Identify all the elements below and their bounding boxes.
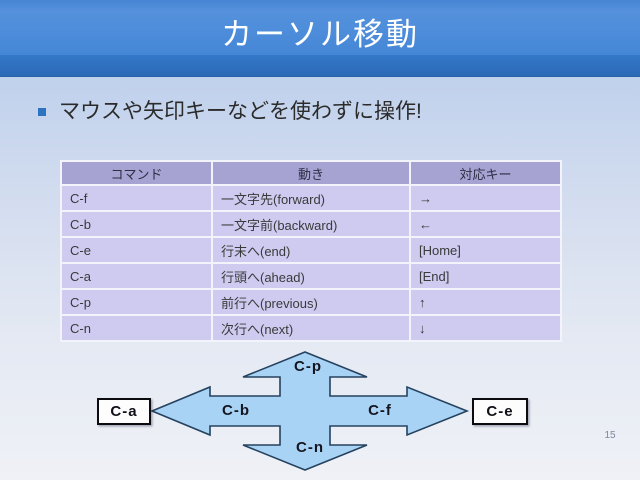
cell-command: C-b (62, 212, 211, 236)
cell-command: C-f (62, 186, 211, 210)
cell-key: → (411, 186, 560, 210)
page-number: 15 (604, 430, 616, 441)
cell-motion: 行頭へ(ahead) (213, 264, 409, 288)
cell-key: ← (411, 212, 560, 236)
cell-command: C-e (62, 238, 211, 262)
diagram-label-up: C-p (294, 358, 322, 375)
cell-command: C-p (62, 290, 211, 314)
cell-command: C-a (62, 264, 211, 288)
quad-arrow-svg (149, 351, 470, 471)
diagram-label-right: C-f (368, 402, 392, 419)
cell-motion: 次行へ(next) (213, 316, 409, 340)
col-header-command: コマンド (62, 162, 211, 184)
cell-motion: 一文字前(backward) (213, 212, 409, 236)
cell-motion: 行末へ(end) (213, 238, 409, 262)
table-header-row: コマンド 動き 対応キー (62, 162, 560, 184)
cursor-key-diagram: C-p C-n C-b C-f C-a C-e (90, 346, 540, 474)
table-row: C-n 次行へ(next) ↓ (62, 316, 560, 340)
bullet-row: マウスや矢印キーなどを使わずに操作! (38, 97, 422, 126)
cell-key: ↑ (411, 290, 560, 314)
title-bar (0, 0, 640, 55)
diagram-box-home: C-a (97, 398, 151, 425)
col-header-key: 対応キー (411, 162, 560, 184)
bullet-text: マウスや矢印キーなどを使わずに操作! (59, 100, 422, 123)
cell-command: C-n (62, 316, 211, 340)
diagram-label-down: C-n (296, 439, 324, 456)
cell-key: [End] (411, 264, 560, 288)
cell-key: ↓ (411, 316, 560, 340)
table-row: C-a 行頭へ(ahead) [End] (62, 264, 560, 288)
table-row: C-p 前行へ(previous) ↑ (62, 290, 560, 314)
title-bar-accent (0, 55, 640, 77)
diagram-label-left: C-b (222, 402, 250, 419)
cell-motion: 一文字先(forward) (213, 186, 409, 210)
col-header-motion: 動き (213, 162, 409, 184)
table-row: C-e 行末へ(end) [Home] (62, 238, 560, 262)
page-title: カーソル移動 (221, 17, 419, 52)
command-table: コマンド 動き 対応キー C-f 一文字先(forward) → C-b 一文字… (60, 160, 562, 342)
quad-arrow-icon (149, 351, 470, 471)
cell-motion: 前行へ(previous) (213, 290, 409, 314)
table-row: C-f 一文字先(forward) → (62, 186, 560, 210)
table-row: C-b 一文字前(backward) ← (62, 212, 560, 236)
diagram-box-end: C-e (472, 398, 528, 425)
bullet-square-icon (38, 108, 46, 116)
cell-key: [Home] (411, 238, 560, 262)
